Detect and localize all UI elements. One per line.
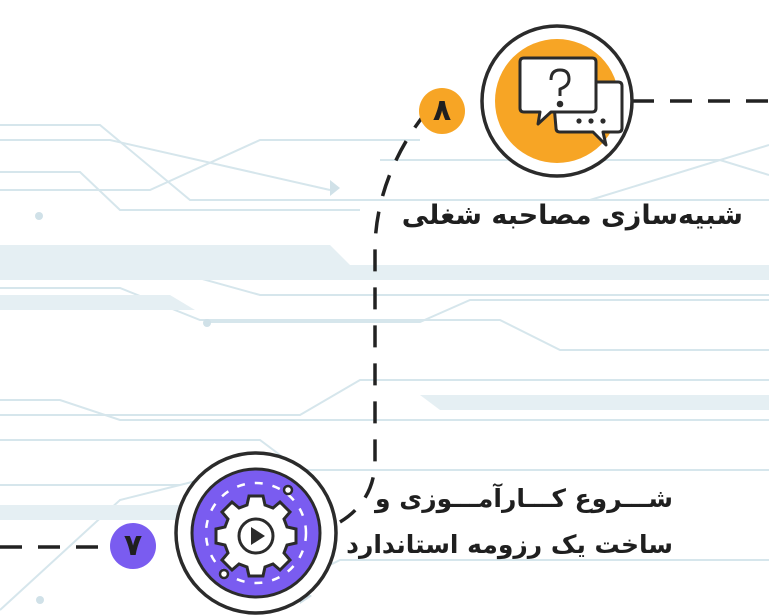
step8-number-badge: ۸	[419, 88, 465, 134]
step7-number-badge: ۷	[110, 523, 156, 569]
step7-title-line1: شـــروع کـــارآمـــوزی و	[375, 484, 673, 513]
gear-play-icon	[204, 481, 308, 585]
step8-title: شبیه‌سازی مصاحبه شغلی	[401, 200, 743, 231]
roadmap-dashed-path	[0, 99, 769, 549]
step7-title-line2: ساخت یک رزومه استاندارد	[346, 530, 673, 559]
chat-question-icon	[518, 56, 624, 147]
